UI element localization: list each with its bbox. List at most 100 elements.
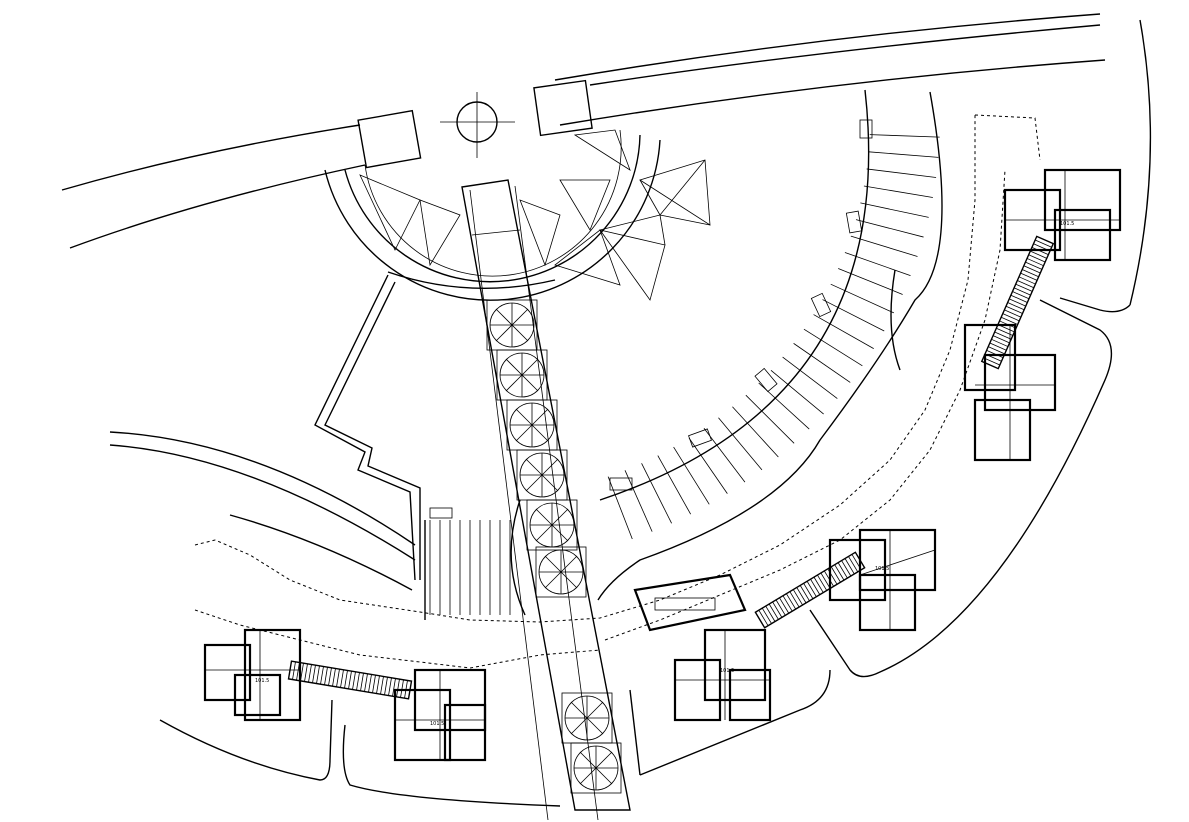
bridge [980,235,1055,370]
step-line [770,369,824,415]
unit-block-right-1: 101.5 [828,528,937,632]
tent-canopy-icon [359,129,711,301]
bridge-hatch [1020,272,1038,281]
step-line [732,406,779,458]
paving-tile [486,299,538,351]
bridge-hatch [1030,250,1047,259]
step-line [822,299,885,332]
bridge-hatch [380,676,384,695]
bridge-hatch [1001,316,1018,325]
bridge-hatch [820,572,831,589]
bridge-hatch [830,566,841,583]
bridge-hatch [404,680,408,699]
curved-steps [424,89,943,620]
connecting-bridges [287,235,1055,700]
bridge-hatch [984,353,1002,362]
bridge-hatch [324,667,328,685]
bridge [754,551,866,629]
step-line [850,235,918,257]
bridge-hatch [999,320,1017,329]
bridge-hatch [1033,243,1051,252]
bridge-hatch [372,675,376,693]
bridge-hatch [1009,298,1026,307]
step-line [863,185,933,198]
step-line [624,470,653,532]
bridge-hatch [1004,309,1022,318]
unit-label: 101.5 [720,668,734,674]
paving-tile [496,349,548,401]
entrance-plaza [324,129,661,301]
bridge-hatch [851,554,862,570]
bridge-hatch [1018,276,1036,285]
bridge-hatch [782,595,793,612]
step-line [838,268,903,295]
bridge-hatch [775,599,786,616]
bridge-hatch [328,667,332,686]
compass-crosshair-icon [440,92,515,158]
bridge-hatch [983,357,1001,366]
unit-label: 101.5 [875,566,889,572]
step-line [860,202,929,218]
bridge-hatch [1002,313,1020,322]
bridge-hatch [1023,265,1041,274]
bridge-hatch [1012,291,1030,300]
bridge-hatch [817,574,828,591]
bridge-hatch [841,560,852,577]
bridge-hatch [996,327,1013,336]
step-line [803,328,863,367]
step-line [813,314,874,349]
bridge-hatch [988,346,1005,355]
step-line [866,168,937,178]
bridge-hatch [396,679,400,697]
bridge-hatch [352,671,356,690]
bridge-hatch [844,558,855,575]
bridge-hatch [1025,261,1043,270]
bridge-hatch [806,581,817,597]
step-line [782,356,838,399]
bridge-hatch [340,669,344,688]
bridge-hatch [1022,269,1039,278]
circular-paving-tile-icon [486,299,622,794]
unit-label: 101.5 [430,721,444,727]
bridge-hatch [400,679,404,698]
arcade-shop-block [633,573,747,632]
paving-tile [516,449,568,501]
bridge-hatch [348,671,352,689]
step-line [703,427,746,483]
left-landscape-boundary [109,274,421,591]
bridge-hatch [992,335,1010,344]
step-line [855,219,924,238]
step-line [793,343,851,383]
bridge-hatch [300,663,304,681]
paving-tile [570,742,622,794]
bridge-hatch [308,664,312,683]
step-line [607,476,633,540]
step-line [688,437,728,494]
bridge-hatch [827,568,838,585]
bridge-hatch [789,591,800,608]
bridge-hatch [1028,254,1046,263]
bridge-hatch [768,603,779,620]
step-line [844,252,911,277]
step-line [673,446,710,505]
bridge-hatch [758,610,769,626]
paving-tile [561,692,613,744]
bridge-hatch [1015,283,1033,292]
gate-pillar-left [357,109,422,169]
bridge-hatch [344,670,348,689]
bridge-hatch [336,669,340,687]
unit-label: 101.5 [1060,221,1074,227]
step-line [745,394,795,444]
step-line [868,151,939,158]
bridge-hatch [292,661,296,680]
bridge-hatch [364,673,368,692]
bridge-hatch [1007,302,1025,311]
bridge-hatch [1031,247,1049,256]
paving-tile [506,399,558,451]
bridge-hatch [810,578,821,595]
bridge-hatch [799,585,810,602]
plot-boundaries [159,299,1113,807]
bridge-hatch [388,677,392,696]
unit-block-mid: 101.5 [673,628,772,722]
